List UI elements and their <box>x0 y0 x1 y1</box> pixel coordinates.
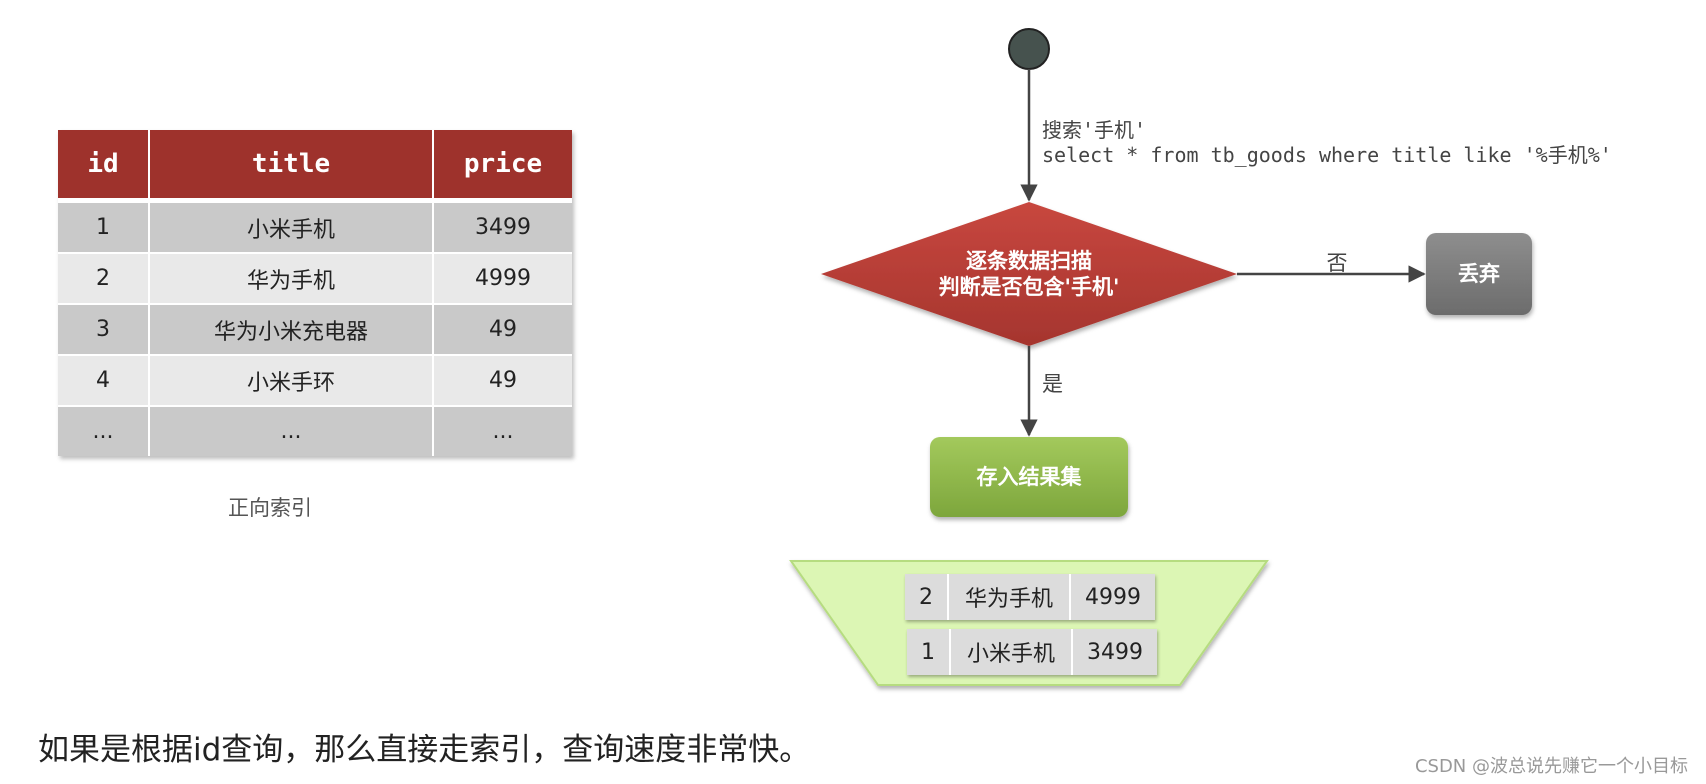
footer-text: 如果是根据id查询，那么直接走索引，查询速度非常快。 <box>38 732 811 768</box>
discard-node <box>1426 233 1532 315</box>
table-row: 4 小米手环 49 <box>58 354 572 406</box>
cell-price: 3499 <box>433 198 572 253</box>
cell-id: ... <box>58 405 150 456</box>
result-row-2: 1 小米手机 3499 <box>907 629 1157 675</box>
cell-id: 2 <box>58 252 150 304</box>
cell-price: ... <box>433 405 572 456</box>
decision-text-line2: 判断是否包含'手机' <box>939 275 1120 299</box>
query-label-line2: select * from tb_goods where title like … <box>1042 143 1612 167</box>
result-cell-price: 4999 <box>1070 574 1155 620</box>
query-label-line1: 搜索'手机' <box>1042 118 1146 142</box>
table-caption: 正向索引 <box>228 496 312 520</box>
table-row: 2 华为手机 4999 <box>905 574 1155 620</box>
header-price: price <box>433 130 572 201</box>
result-cell-id: 2 <box>905 574 949 620</box>
decision-text-line1: 逐条数据扫描 <box>966 249 1092 273</box>
header-title: title <box>149 130 434 201</box>
result-cell-id: 1 <box>907 629 951 675</box>
result-cell-title: 华为手机 <box>948 574 1071 620</box>
cell-title: 华为手机 <box>149 252 434 304</box>
decision-node <box>821 202 1237 346</box>
cell-price: 49 <box>433 354 572 406</box>
cell-title: 华为小米充电器 <box>149 303 434 355</box>
yes-label: 是 <box>1042 372 1063 396</box>
table-row: ... ... ... <box>58 405 572 456</box>
no-label: 否 <box>1327 251 1348 275</box>
table-row: 3 华为小米充电器 49 <box>58 303 572 355</box>
cell-id: 4 <box>58 354 150 406</box>
cell-id: 1 <box>58 198 150 253</box>
table-header-row: id title price <box>58 130 572 201</box>
table-row: 1 小米手机 3499 <box>58 198 572 253</box>
watermark: CSDN @波总说先赚它一个小目标 <box>1414 756 1688 777</box>
cell-price: 4999 <box>433 252 572 304</box>
discard-text: 丢弃 <box>1458 262 1500 286</box>
cell-price: 49 <box>433 303 572 355</box>
header-id: id <box>58 130 150 201</box>
result-set-node <box>930 437 1128 517</box>
result-row-1: 2 华为手机 4999 <box>905 574 1155 620</box>
cell-title: ... <box>149 405 434 456</box>
forward-index-table: id title price 1 小米手机 3499 2 华为手机 4999 3… <box>58 130 572 456</box>
cell-title: 小米手环 <box>149 354 434 406</box>
table-row: 1 小米手机 3499 <box>907 629 1157 675</box>
cell-id: 3 <box>58 303 150 355</box>
result-set-text: 存入结果集 <box>977 465 1083 489</box>
result-cell-title: 小米手机 <box>950 629 1073 675</box>
table-row: 2 华为手机 4999 <box>58 252 572 304</box>
result-cell-price: 3499 <box>1072 629 1157 675</box>
start-node <box>1008 28 1050 70</box>
cell-title: 小米手机 <box>149 198 434 253</box>
